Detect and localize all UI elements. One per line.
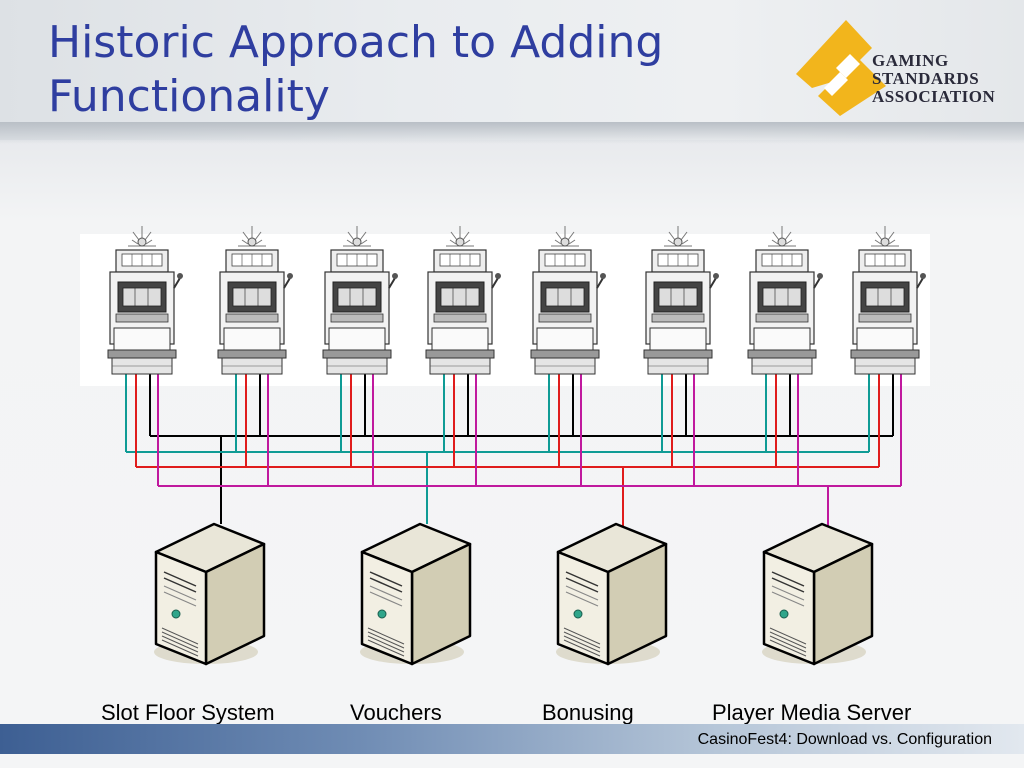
logo-line-3: ASSOCIATION xyxy=(872,87,996,106)
server-label-vouchers: Vouchers xyxy=(350,700,442,725)
server-icon xyxy=(760,522,874,666)
logo-line-2: STANDARDS xyxy=(872,69,980,88)
slot-machine-icon xyxy=(747,225,824,375)
server-icon xyxy=(554,522,668,666)
slot-machine-icon xyxy=(322,225,399,375)
logo-line-1: GAMING xyxy=(872,51,949,70)
server-icon xyxy=(152,522,266,666)
gsa-g3-logo-icon xyxy=(796,20,886,116)
server-label-bonusing: Bonusing xyxy=(542,700,634,725)
slot-machine-icon xyxy=(850,225,927,375)
logo-wordmark: GAMING STANDARDS ASSOCIATION xyxy=(872,52,995,106)
wires xyxy=(125,372,902,528)
title-line-1: Historic Approach to Adding xyxy=(48,17,664,68)
slot-machine-icon xyxy=(217,225,294,375)
slide-title: Historic Approach to Adding Functionalit… xyxy=(48,16,788,124)
header-shade xyxy=(0,122,1024,144)
slot-machine-icon xyxy=(425,225,502,375)
footer-text: CasinoFest4: Download vs. Configuration xyxy=(697,731,992,748)
server-label-slot-floor-system: Slot Floor System xyxy=(101,700,275,725)
server-label-player-media-server: Player Media Server xyxy=(712,700,912,725)
footer-band xyxy=(0,724,1024,754)
server-icon xyxy=(358,522,472,666)
slot-machine-icon xyxy=(107,225,184,375)
slot-machine-icon xyxy=(643,225,720,375)
slot-machine-icon xyxy=(530,225,607,375)
servers xyxy=(152,522,874,666)
slot-machines xyxy=(107,225,927,375)
title-line-2: Functionality xyxy=(48,71,330,122)
